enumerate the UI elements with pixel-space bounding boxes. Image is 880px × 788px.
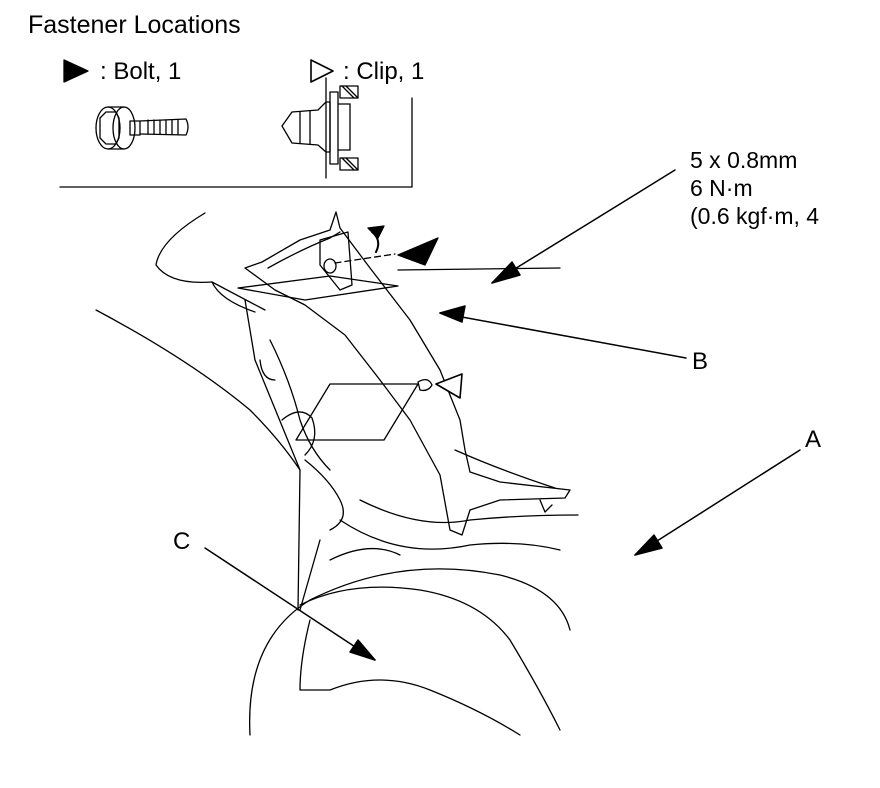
- torque-spec-kgf: (0.6 kgf·m, 4: [690, 203, 820, 229]
- callout-label-a: A: [805, 426, 822, 453]
- callout-arrows: [204, 169, 801, 661]
- callout-label-b: B: [692, 348, 709, 375]
- legend-frame: [59, 97, 413, 188]
- clip-symbol-icon: [310, 59, 334, 83]
- bolt-illustration-icon: [95, 106, 189, 150]
- bolt-location-marker: [237, 225, 561, 301]
- clip-legend-label: : Clip, 1: [343, 58, 425, 85]
- bolt-symbol-icon: [63, 59, 89, 83]
- torque-spec-nm: 6 N·m: [690, 175, 753, 201]
- vehicle-body-outline: [95, 212, 579, 736]
- clip-illustration-icon: [281, 77, 359, 179]
- torque-spec-size: 5 x 0.8mm: [690, 147, 798, 173]
- clip-location-marker: [295, 373, 463, 441]
- pillar-trim-panel: [244, 211, 571, 536]
- torque-spec: 5 x 0.8mm 6 N·m (0.6 kgf·m, 4: [690, 146, 819, 230]
- bolt-legend-label: : Bolt, 1: [100, 58, 182, 85]
- legend-title: Fastener Locations: [28, 11, 241, 39]
- callout-label-c: C: [173, 528, 191, 555]
